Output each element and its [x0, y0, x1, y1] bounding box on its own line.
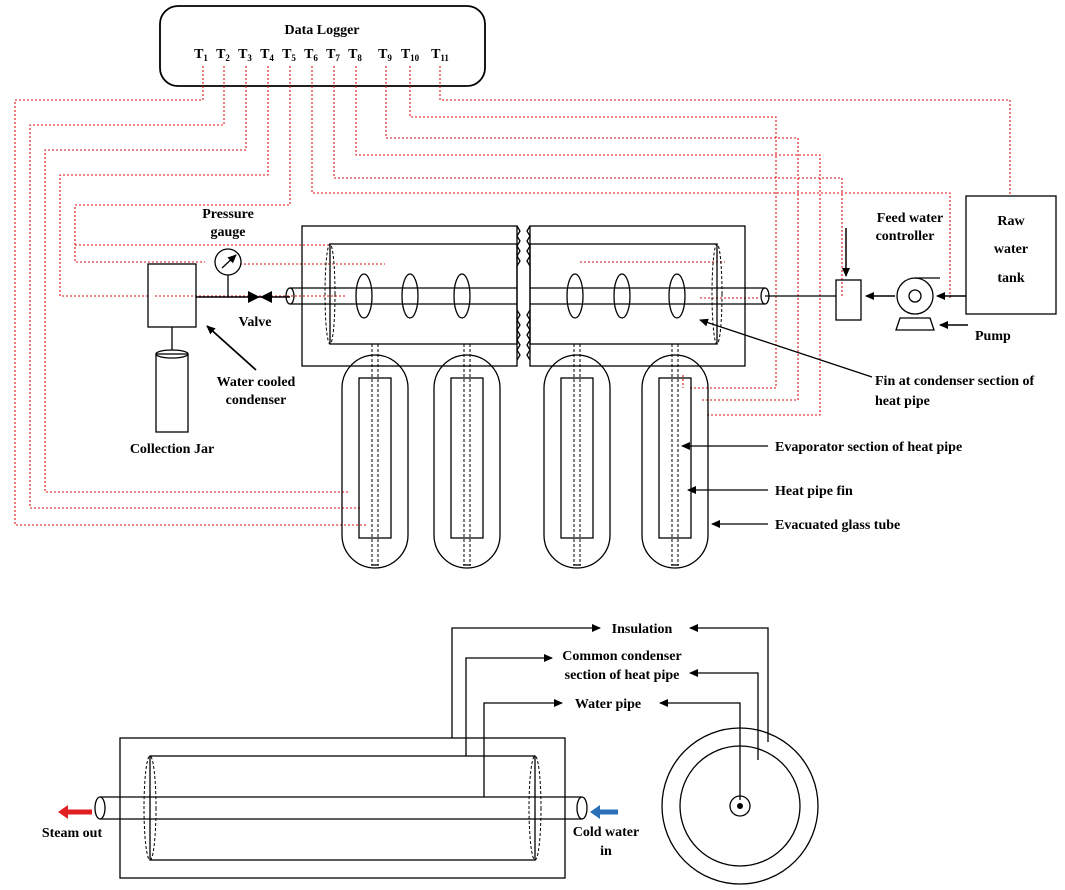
cold-water-label-2: in — [600, 844, 612, 859]
condenser-assembly — [285, 225, 770, 367]
wire-t11 — [439, 66, 1011, 196]
insulation-outer — [119, 737, 566, 879]
valve-label: Valve — [239, 315, 272, 330]
data-logger: Data Logger T1 T2 T3 T4 T5 T6 T7 T8 T9 T10 T11 — [159, 5, 486, 87]
evacuated-tube-2 — [433, 344, 501, 569]
feed-controller-label-1: Feed water — [877, 211, 943, 226]
heat-pipe-fin-4 — [658, 377, 692, 539]
cross-section — [659, 624, 819, 885]
cold-water-label-1: Cold water — [573, 825, 640, 840]
condenser-end-left — [324, 243, 336, 345]
pressure-gauge-label-2: gauge — [211, 225, 246, 240]
pressure-gauge — [214, 248, 242, 297]
evacuated-tube-4 — [641, 344, 709, 569]
channel-label-4: T4 — [260, 47, 274, 63]
channel-label-8: T8 — [348, 47, 362, 63]
water-pipe — [290, 287, 765, 305]
break-mark-left — [516, 225, 521, 267]
condenser-pointer — [206, 325, 257, 371]
channel-label-11: T11 — [431, 47, 449, 63]
cold-water-arrow — [590, 805, 600, 819]
thermocouple-wires — [14, 66, 1011, 526]
channel-label-7: T7 — [326, 47, 340, 63]
collection-jar-label: Collection Jar — [130, 442, 214, 457]
channel-labels: T1 T2 T3 T4 T5 T6 T7 T8 T9 T10 T11 — [194, 47, 449, 63]
condenser-inner — [149, 755, 536, 861]
wire-t10 — [409, 66, 777, 389]
wire-t3 — [44, 66, 350, 493]
channel-label-3: T3 — [238, 47, 252, 63]
condenser-section-right — [529, 243, 718, 345]
heat-pipe-fin-1 — [358, 377, 392, 539]
valve-icon — [248, 291, 272, 303]
fin-condenser-label-2: heat pipe — [875, 394, 930, 409]
evaporator-label: Evaporator section of heat pipe — [775, 440, 962, 455]
heat-pipe-fin-label: Heat pipe fin — [775, 484, 853, 499]
fin-condenser-label-1: Fin at condenser section of — [875, 374, 1035, 389]
heat-pipe-fin-3 — [560, 377, 594, 539]
wire-t2 — [29, 66, 360, 509]
wire-t9 — [385, 66, 799, 401]
wire-t4 — [59, 66, 269, 297]
pressure-gauge-label-1: Pressure — [202, 207, 254, 222]
tank-label-2: water — [994, 242, 1028, 257]
condenser-end-right — [711, 243, 723, 345]
collection-jar — [155, 349, 189, 433]
glass-tube-label: Evacuated glass tube — [775, 518, 900, 533]
wire-t1 — [14, 66, 368, 526]
evacuated-tubes — [341, 344, 709, 569]
channel-label-2: T2 — [216, 47, 230, 63]
evacuated-tube-3 — [543, 344, 611, 569]
channel-label-1: T1 — [194, 47, 208, 63]
feed-controller-label-2: controller — [876, 229, 935, 244]
lower-labels: Insulation Common condenser section of h… — [42, 622, 682, 859]
condenser-label-1: Water cooled — [217, 375, 296, 390]
condenser-section-left — [329, 243, 518, 345]
channel-label-10: T10 — [401, 47, 420, 63]
condenser-fins — [355, 273, 686, 319]
channel-label-5: T5 — [282, 47, 296, 63]
upper-labels: Pressure gauge Valve Water cooled conden… — [130, 207, 1035, 533]
pump-label: Pump — [975, 329, 1011, 344]
wire-t6 — [311, 66, 951, 298]
raw-water-tank — [965, 195, 1057, 315]
evacuated-tube-1 — [341, 344, 409, 569]
water-pipe-label: Water pipe — [575, 697, 641, 712]
common-condenser-label-2: section of heat pipe — [565, 668, 680, 683]
wire-t8 — [355, 66, 821, 416]
break-mark-right — [526, 225, 531, 267]
steam-out-arrow — [58, 805, 68, 819]
wire-t7 — [333, 66, 843, 298]
tank-label-3: tank — [997, 271, 1024, 286]
side-water-pipe — [100, 796, 582, 820]
channel-label-9: T9 — [378, 47, 392, 63]
pump-icon — [895, 277, 940, 331]
wire-t5 — [74, 66, 291, 263]
feed-water-controller — [835, 279, 862, 321]
common-condenser-label-1: Common condenser — [562, 649, 681, 664]
channel-label-6: T6 — [304, 47, 318, 63]
steam-out-label: Steam out — [42, 826, 103, 841]
condenser-label-2: condenser — [226, 393, 287, 408]
heat-pipe-fin-2 — [450, 377, 484, 539]
insulation-box-right — [529, 225, 746, 367]
data-logger-title: Data Logger — [284, 23, 359, 38]
tank-label-1: Raw — [997, 214, 1025, 229]
insulation-box-left — [301, 225, 518, 367]
insulation-label: Insulation — [612, 622, 673, 637]
side-view — [58, 624, 618, 879]
